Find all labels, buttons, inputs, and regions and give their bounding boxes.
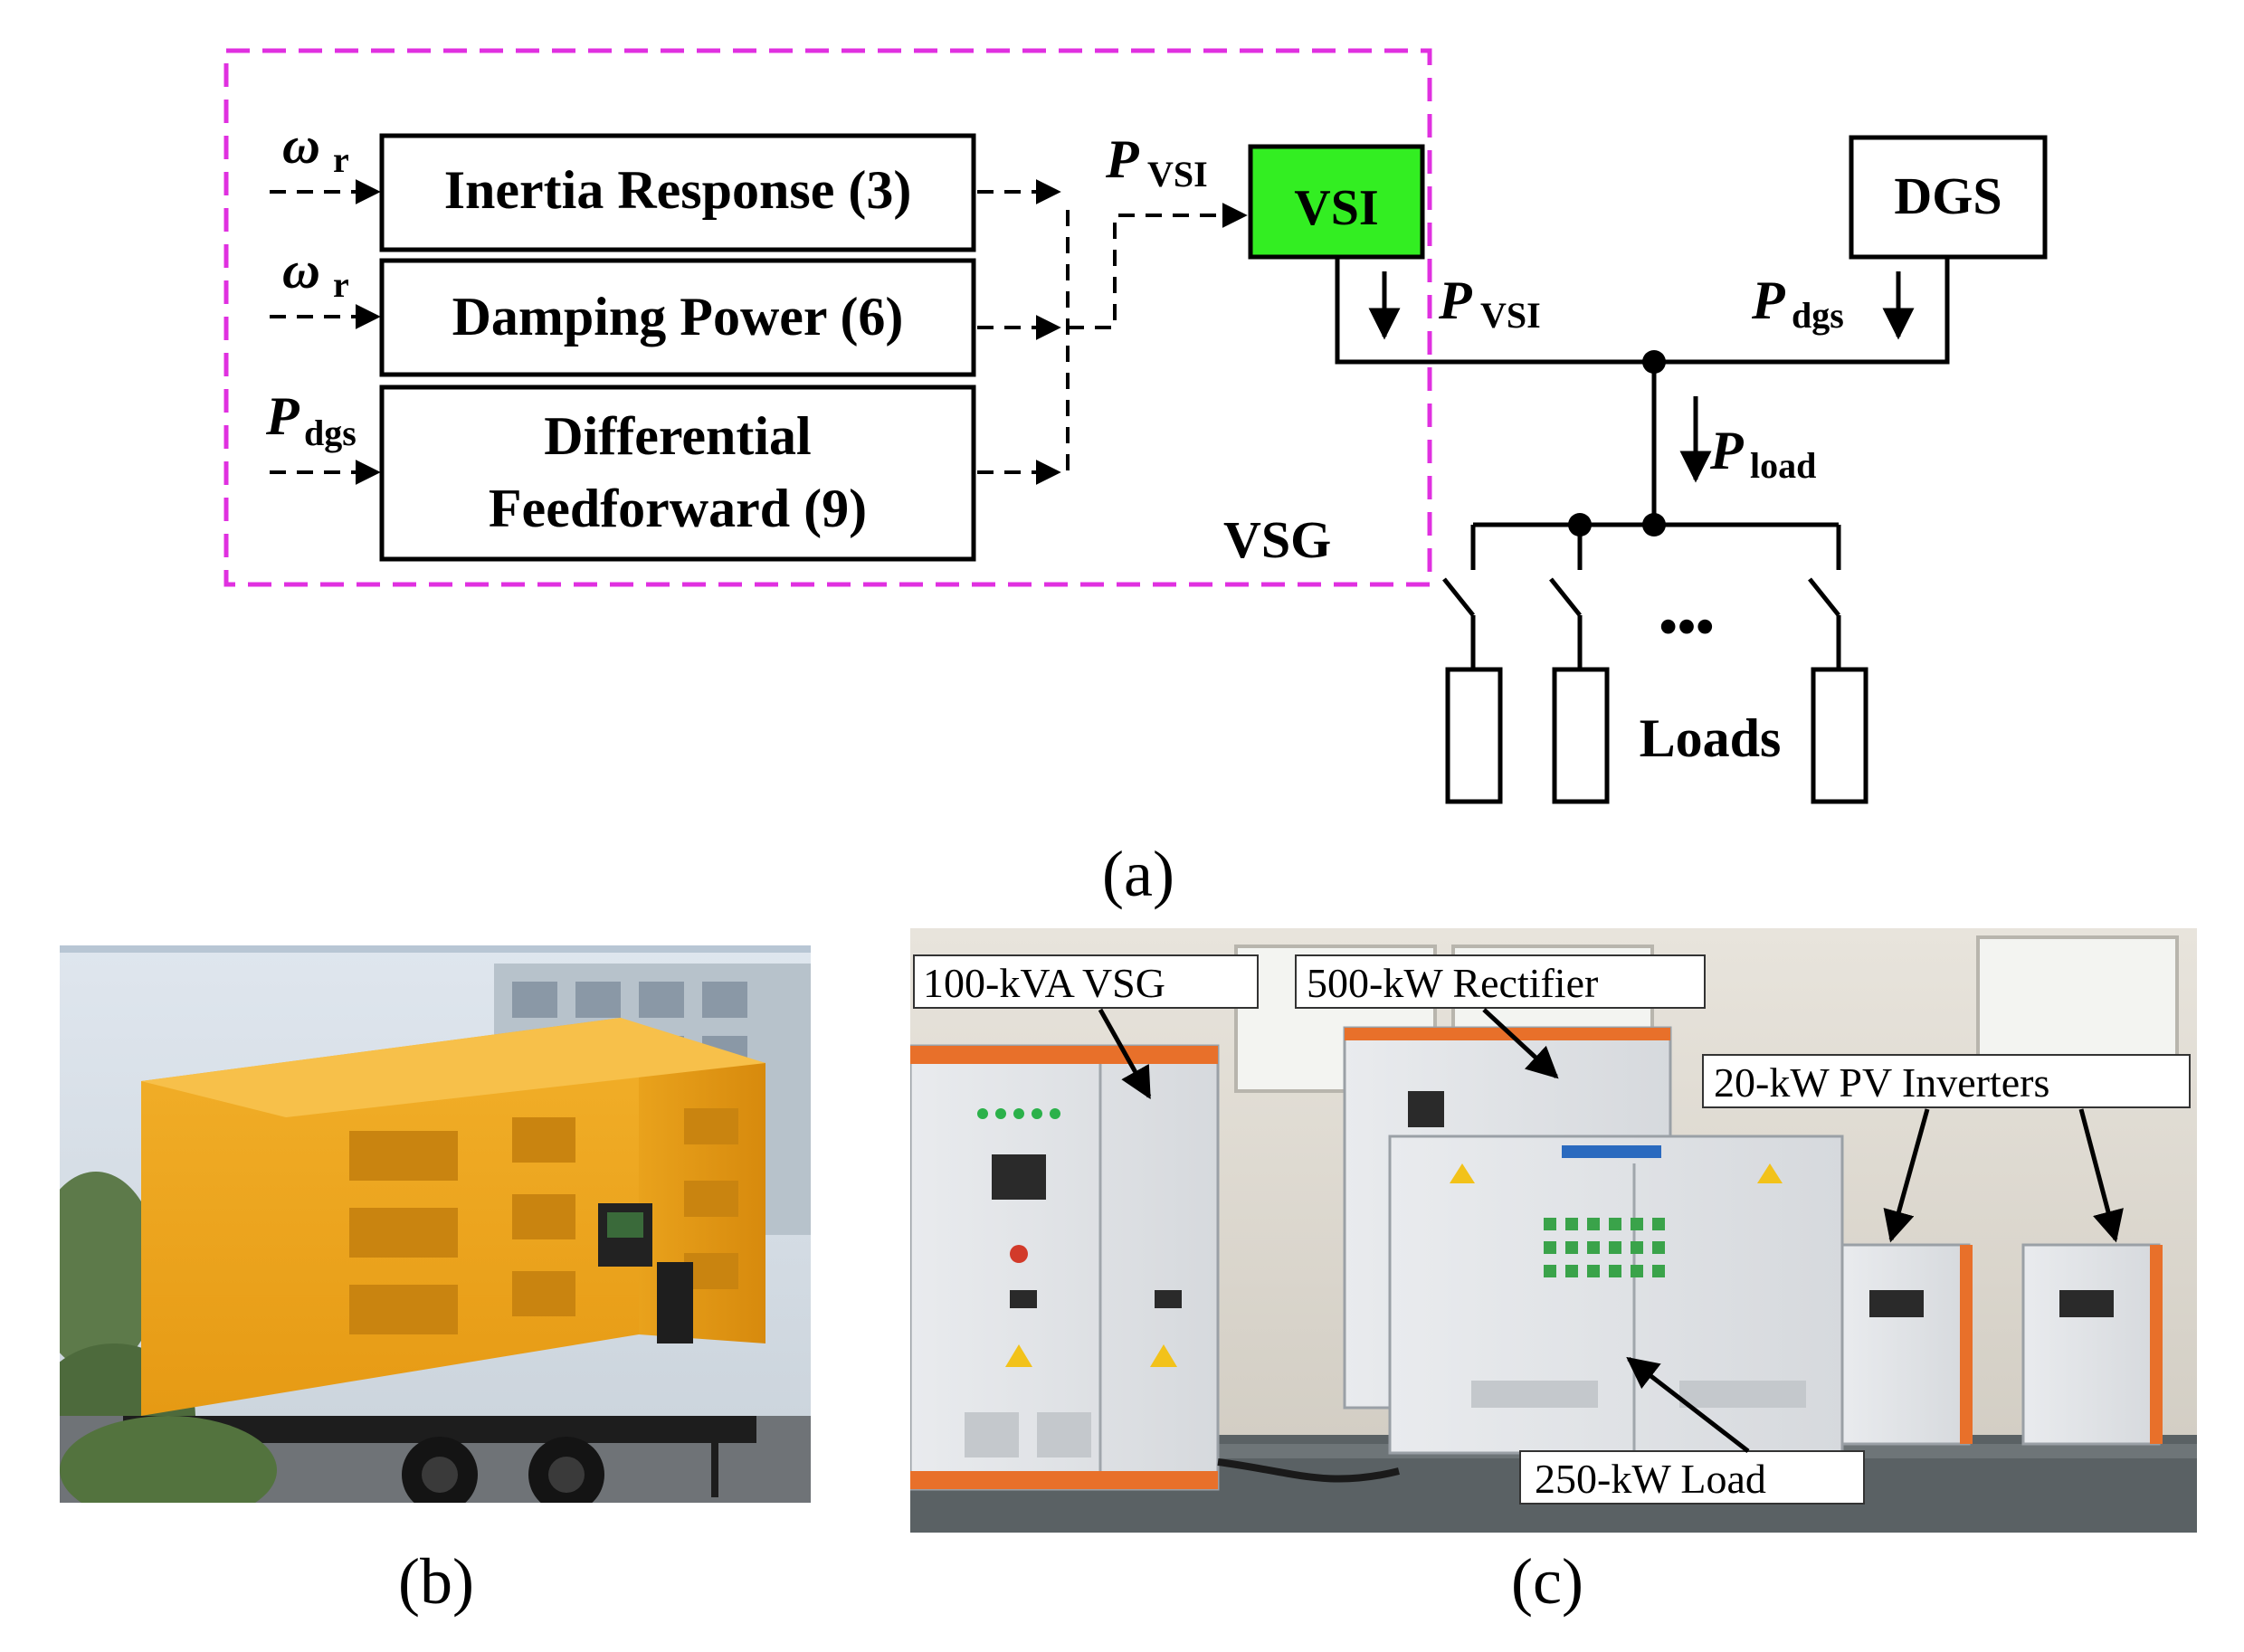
callout-rectifier: 500-kW Rectifier: [1295, 954, 1706, 1009]
control-diagram: Inertia Response (3) Damping Power (6) D…: [223, 48, 2048, 910]
dgs-subscript: dgs: [1792, 295, 1844, 336]
load-box: [1811, 667, 1868, 804]
differential-label: Differential: [544, 406, 811, 466]
load-subscript: load: [1750, 445, 1816, 486]
caption-b: (b): [398, 1545, 474, 1618]
load-box: [1552, 667, 1610, 804]
p-symbol: P: [1751, 271, 1786, 330]
vsg-boundary: [223, 48, 1432, 587]
vsi-label: VSI: [1294, 180, 1378, 236]
flow-arrows: [1368, 271, 1915, 483]
callout-arrows: [1098, 1008, 2124, 1453]
omega-subscript: r: [333, 139, 349, 180]
generator-photo: (b): [60, 945, 811, 1618]
loads-label: Loads: [1640, 708, 1782, 768]
vsi-subscript: VSI: [1147, 154, 1208, 195]
bus-node: [1642, 350, 1666, 374]
load-box: [1445, 667, 1503, 804]
omega-symbol: ω: [282, 241, 320, 299]
dgs-subscript: dgs: [304, 413, 357, 453]
dgs-label: DGS: [1894, 166, 2002, 225]
pvsi-output-label: P VSI: [1438, 271, 1541, 336]
pload-label: P load: [1709, 421, 1816, 486]
load-bus-node: [1642, 513, 1666, 536]
p-symbol: P: [265, 386, 300, 446]
lab-photo: 100-kVA VSG 500-kW Rectifier 20-kW PV In…: [910, 928, 2197, 1618]
load-resistors: [1445, 667, 1868, 804]
p-symbol: P: [1709, 421, 1745, 480]
damping-power-label: Damping Power (6): [452, 287, 904, 347]
summing-paths: [977, 179, 1248, 485]
differential-feedforward-block: Differential Feedforward (9): [379, 385, 976, 562]
input-pdgs: P dgs: [265, 386, 357, 453]
pvsi-input-label: P VSI: [1105, 129, 1208, 195]
vsg-label: VSG: [1223, 510, 1331, 569]
vsi-subscript: VSI: [1480, 295, 1541, 336]
callout-load: 250-kW Load: [1519, 1450, 1865, 1505]
callout-vsg-text: 100-kVA VSG: [923, 960, 1165, 1006]
callout-pv: 20-kW PV Inverters: [1702, 1054, 2191, 1108]
input-arrows: [270, 179, 381, 485]
pdgs-output-label: P dgs: [1751, 271, 1844, 336]
damping-power-block: Damping Power (6): [379, 258, 976, 377]
caption-c: (c): [1511, 1545, 1583, 1618]
callout-rectifier-text: 500-kW Rectifier: [1307, 960, 1598, 1006]
input-omega-2: ω r: [282, 241, 349, 305]
inertia-response-label: Inertia Response (3): [444, 160, 912, 220]
omega-subscript: r: [333, 264, 349, 305]
omega-symbol: ω: [282, 116, 320, 175]
callout-vsg: 100-kVA VSG: [913, 954, 1259, 1009]
p-symbol: P: [1438, 271, 1473, 330]
callout-load-text: 250-kW Load: [1535, 1456, 1766, 1502]
callout-pv-text: 20-kW PV Inverters: [1714, 1059, 2049, 1106]
inertia-response-block: Inertia Response (3): [379, 133, 976, 252]
p-symbol: P: [1105, 129, 1140, 189]
feedforward-label: Feedforward (9): [489, 479, 867, 538]
load-switches: [1442, 525, 1841, 669]
dgs-block: DGS: [1849, 135, 2048, 260]
input-omega-1: ω r: [282, 116, 349, 180]
vsi-block: VSI: [1248, 144, 1425, 260]
caption-a: (a): [1102, 838, 1174, 910]
ellipsis-dots: •••: [1659, 597, 1715, 656]
